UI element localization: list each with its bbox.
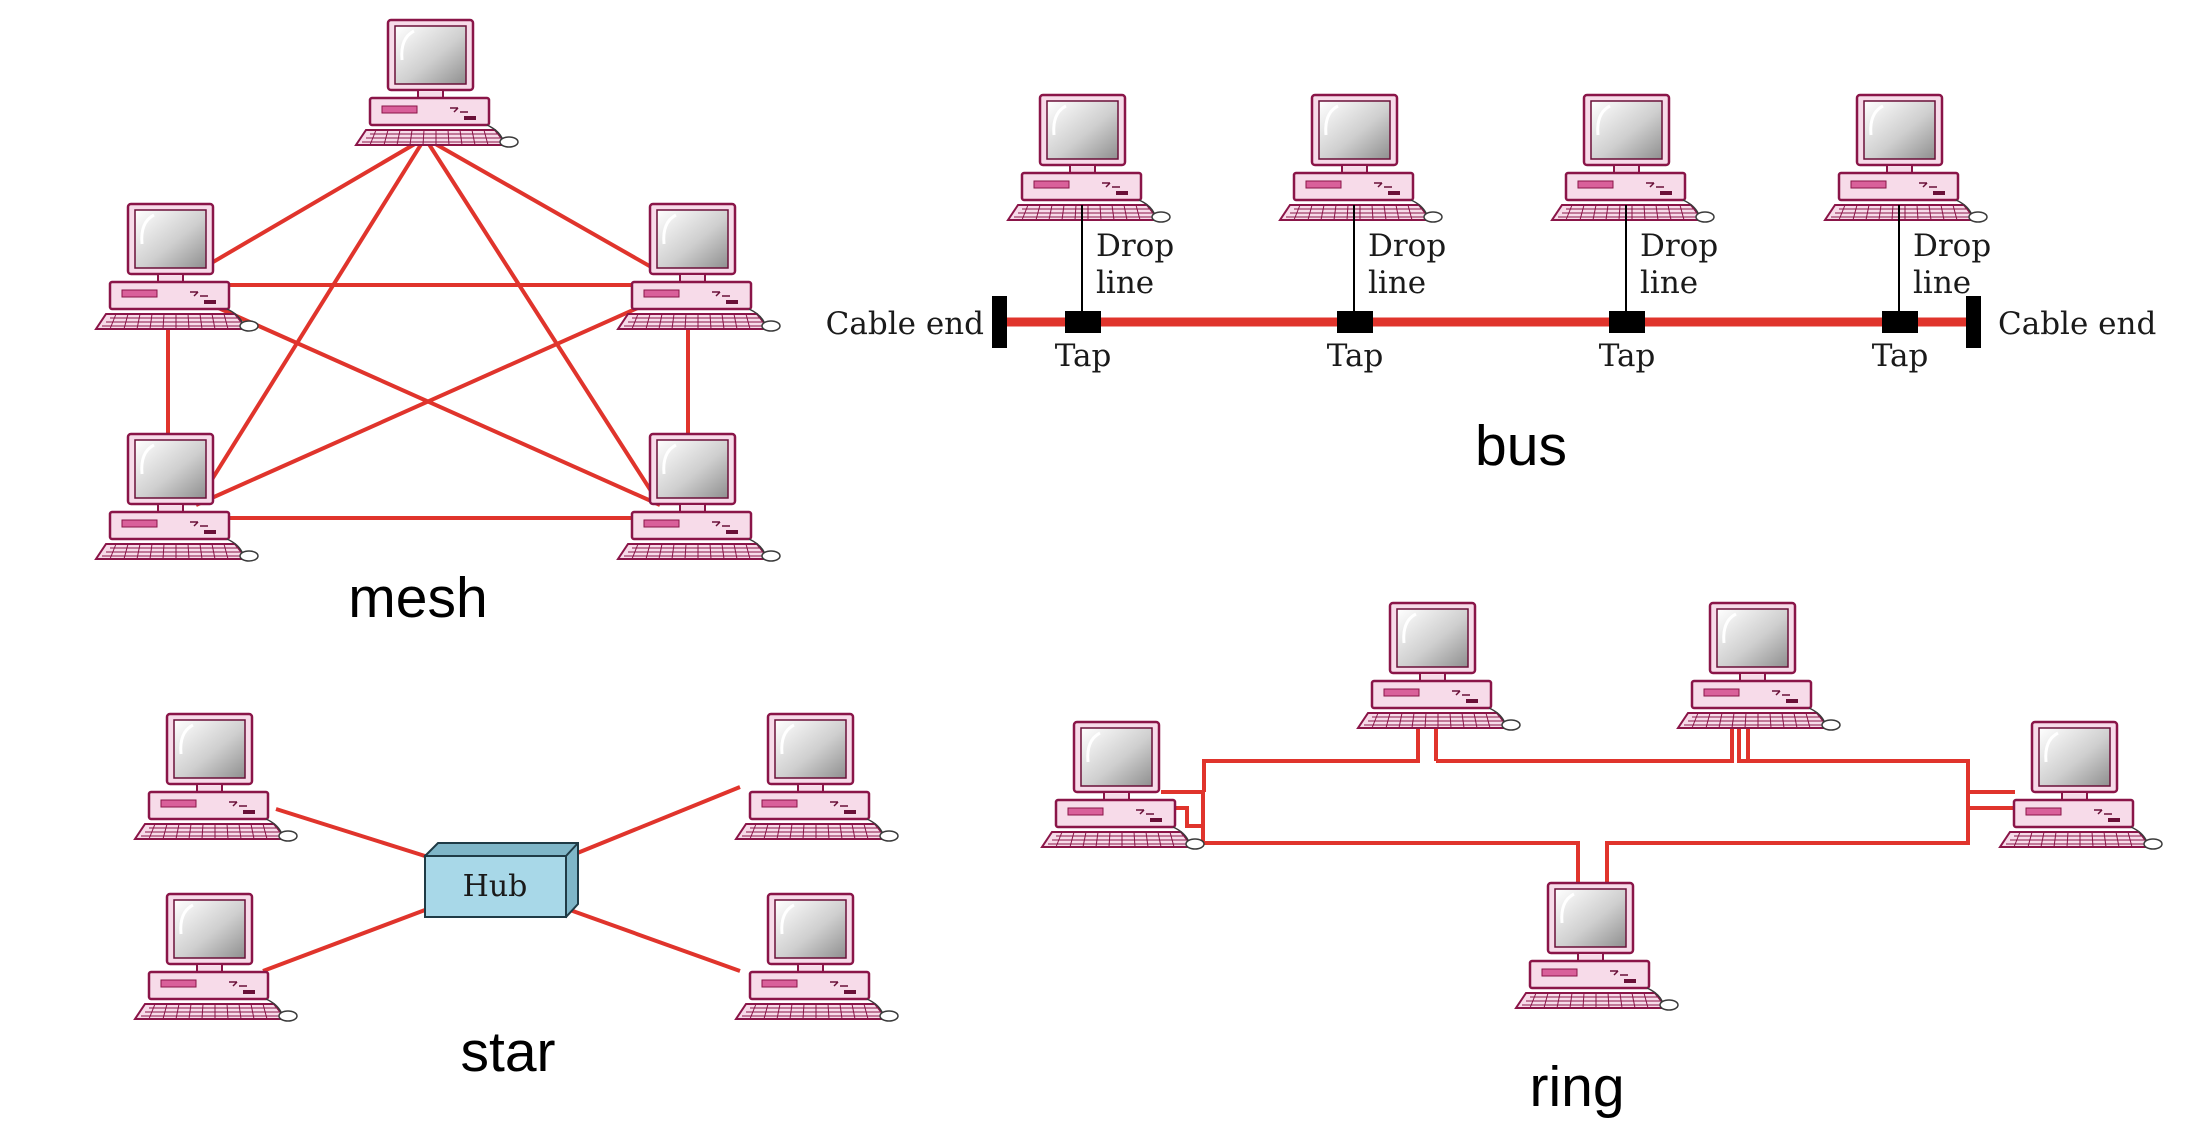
ring-title: ring <box>1529 1055 1624 1119</box>
desktop-computer-icon <box>734 892 900 1023</box>
ring-topology: ring <box>1040 601 2164 1119</box>
cable-end-right-label: Cable end <box>1998 306 2156 342</box>
drop-line-label: Drop <box>1913 228 1991 264</box>
desktop-computer-icon <box>734 712 900 843</box>
desktop-computer-icon <box>616 202 782 333</box>
desktop-computer-icon <box>94 432 260 563</box>
desktop-computer-icon <box>1006 93 1172 224</box>
tap-connector <box>1609 311 1645 333</box>
drop-line-label: Drop <box>1096 228 1174 264</box>
desktop-computer-icon <box>1356 601 1522 732</box>
drop-line-label: line <box>1368 265 1426 301</box>
cable-end-left-label: Cable end <box>826 306 984 342</box>
tap-connector <box>1065 311 1101 333</box>
desktop-computer-icon <box>1040 720 1206 851</box>
desktop-computer-icon <box>133 712 299 843</box>
desktop-computer-icon <box>1676 601 1842 732</box>
bus-topology: Cable end Cable end Drop line Tap Drop l… <box>826 93 2156 478</box>
desktop-computer-icon <box>1550 93 1716 224</box>
desktop-computer-icon <box>133 892 299 1023</box>
hub-label: Hub <box>463 869 528 904</box>
bus-node: Drop line Tap <box>1823 93 1991 374</box>
drop-line-label: line <box>1640 265 1698 301</box>
tap-label: Tap <box>1872 338 1929 374</box>
desktop-computer-icon <box>1278 93 1444 224</box>
desktop-computer-icon <box>1998 720 2164 851</box>
hub: Hub <box>423 842 579 919</box>
drop-line-label: Drop <box>1368 228 1446 264</box>
drop-line-label: Drop <box>1640 228 1718 264</box>
tap-connector <box>1882 311 1918 333</box>
cable-end-right-terminator <box>1966 296 1981 348</box>
mesh-title: mesh <box>348 566 487 630</box>
bus-node: Drop line Tap <box>1278 93 1446 374</box>
bus-title: bus <box>1475 414 1567 478</box>
desktop-computer-icon <box>1823 93 1989 224</box>
drop-line-label: line <box>1096 265 1154 301</box>
star-title: star <box>460 1020 555 1084</box>
cable-end-left-terminator <box>992 296 1007 348</box>
tap-label: Tap <box>1599 338 1656 374</box>
star-topology: Hub star <box>133 712 900 1084</box>
desktop-computer-icon <box>94 202 260 333</box>
mesh-topology: mesh <box>94 18 782 630</box>
desktop-computer-icon <box>354 18 520 149</box>
star-links <box>262 785 741 973</box>
desktop-computer-icon <box>1514 881 1680 1012</box>
tap-label: Tap <box>1055 338 1112 374</box>
tap-connector <box>1337 311 1373 333</box>
bus-node: Drop line Tap <box>1550 93 1718 374</box>
drop-line-label: line <box>1913 265 1971 301</box>
bus-node: Drop line Tap <box>1006 93 1174 374</box>
mesh-links <box>166 136 690 520</box>
ring-links <box>1161 716 2015 892</box>
tap-label: Tap <box>1327 338 1384 374</box>
